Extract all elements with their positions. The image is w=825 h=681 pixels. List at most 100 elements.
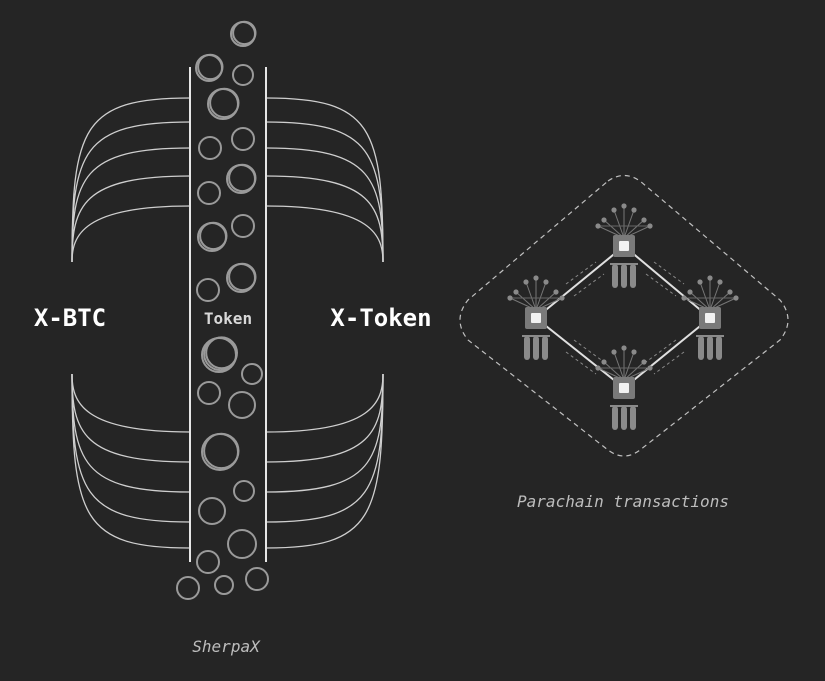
- node-chip-core: [705, 313, 715, 323]
- collator-pillar: [630, 264, 636, 288]
- validator-dot: [681, 295, 687, 301]
- validator-dot: [523, 279, 529, 285]
- token-label: Token: [204, 309, 252, 328]
- token-bubble: [245, 567, 269, 591]
- validator-dot: [641, 217, 647, 223]
- node-chip-core: [531, 313, 541, 323]
- parachain-node: [595, 203, 653, 288]
- token-bubble: [205, 336, 239, 370]
- validator-dot: [621, 203, 627, 209]
- validator-dot: [733, 295, 739, 301]
- collator-pillar: [533, 336, 539, 360]
- x-token-arc-bottom: [265, 373, 384, 493]
- validator-dot: [647, 223, 653, 229]
- token-bubble: [203, 432, 240, 470]
- validator-dot: [687, 289, 693, 295]
- token-bubble: [209, 87, 240, 119]
- parachain-network: [459, 174, 789, 457]
- sherpax-caption: SherpaX: [192, 637, 261, 656]
- collator-pillar: [698, 336, 704, 360]
- token-bubble: [199, 221, 228, 251]
- parachain-node: [507, 275, 565, 360]
- x-token-arc-top: [265, 205, 384, 263]
- x-btc-arc-bottom: [71, 373, 191, 463]
- collator-pillar: [524, 336, 530, 360]
- validator-dot: [533, 275, 539, 281]
- token-bubble: [232, 64, 254, 86]
- x-btc-arc-bottom: [71, 373, 191, 493]
- token-bubble: [198, 136, 222, 160]
- validator-dot: [631, 349, 637, 355]
- token-channel: [189, 67, 267, 562]
- validator-dot: [727, 289, 733, 295]
- validator-dot: [641, 359, 647, 365]
- token-bubble: [176, 576, 200, 600]
- collator-pillar: [612, 406, 618, 430]
- token-bubble: [196, 278, 220, 302]
- validator-dot: [717, 279, 723, 285]
- validator-dot: [631, 207, 637, 213]
- validator-dot: [595, 223, 601, 229]
- collator-pillar: [542, 336, 548, 360]
- validator-dot: [507, 295, 513, 301]
- token-bubble: [231, 127, 255, 151]
- x-btc-arc-top: [71, 175, 191, 263]
- token-bubble: [228, 262, 257, 292]
- x-btc-arc-bundle: [71, 97, 191, 549]
- x-token-arc-bottom: [265, 373, 384, 463]
- x-token-label: X-Token: [330, 304, 431, 332]
- validator-dot: [553, 289, 559, 295]
- token-bubble: [241, 363, 263, 385]
- x-btc-arc-top: [71, 121, 191, 263]
- node-chip-core: [619, 383, 629, 393]
- collator-pillar: [621, 406, 627, 430]
- validator-dot: [697, 279, 703, 285]
- x-token-arc-bottom: [265, 373, 384, 523]
- token-bubble: [233, 480, 255, 502]
- x-token-arc-bottom: [265, 373, 384, 433]
- parachain-links: [535, 245, 711, 389]
- x-btc-arc-top: [71, 205, 191, 263]
- x-token-arc-bundle: [265, 97, 384, 549]
- parachain-node: [595, 345, 653, 430]
- x-btc-label: X-BTC: [34, 304, 106, 332]
- validator-dot: [513, 289, 519, 295]
- x-btc-arc-top: [71, 147, 191, 263]
- parachain-transfer-arrows: [565, 261, 685, 375]
- parachain-nodes: [507, 203, 739, 430]
- collator-pillar: [612, 264, 618, 288]
- token-bubble: [197, 53, 224, 81]
- token-bubble: [232, 20, 257, 46]
- validator-dot: [621, 345, 627, 351]
- x-token-arc-top: [265, 147, 384, 263]
- x-btc-arc-bottom: [71, 373, 191, 523]
- collator-pillar: [707, 336, 713, 360]
- x-btc-arc-bottom: [71, 373, 191, 433]
- collator-pillar: [716, 336, 722, 360]
- collator-pillar: [621, 264, 627, 288]
- token-bubble: [197, 381, 221, 405]
- token-bubble: [231, 214, 255, 238]
- token-bubble: [197, 181, 221, 205]
- validator-dot: [595, 365, 601, 371]
- validator-dot: [543, 279, 549, 285]
- validator-dot: [559, 295, 565, 301]
- token-bubbles: [176, 20, 269, 600]
- x-token-arc-top: [265, 175, 384, 263]
- validator-dot: [611, 207, 617, 213]
- collator-pillar: [630, 406, 636, 430]
- parachain-node: [681, 275, 739, 360]
- token-bubble: [227, 529, 257, 559]
- token-bubble: [198, 497, 226, 525]
- validator-dot: [647, 365, 653, 371]
- validator-dot: [601, 217, 607, 223]
- token-bubble: [196, 550, 220, 574]
- validator-dot: [611, 349, 617, 355]
- parachain-dashed-border: [459, 174, 789, 457]
- token-bubble: [228, 391, 256, 419]
- token-bubble: [214, 575, 234, 595]
- parachain-caption: Parachain transactions: [517, 492, 729, 511]
- validator-dot: [707, 275, 713, 281]
- x-token-arc-top: [265, 121, 384, 263]
